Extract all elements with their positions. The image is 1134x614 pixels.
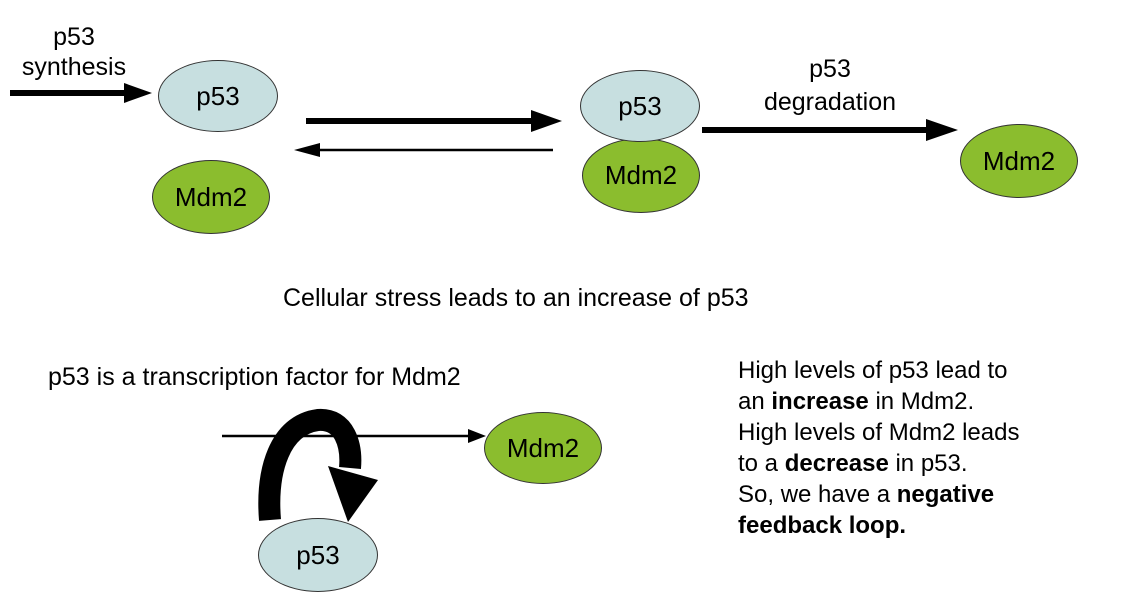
released-mdm2-node: Mdm2 (960, 124, 1078, 198)
binding-forward-arrow (306, 110, 562, 132)
explanation-line-4: to a decrease in p53. (738, 450, 968, 477)
explanation-line-1: High levels of p53 lead to (738, 357, 1008, 384)
released-mdm2-label: Mdm2 (982, 145, 1056, 176)
free-mdm2-node: Mdm2 (152, 160, 270, 234)
explanation-text: High levels of p53 lead to an increase i… (738, 355, 1118, 541)
degradation-label: p53 degradation (763, 55, 897, 116)
stress-caption: Cellular stress leads to an increase of … (283, 284, 749, 312)
explanation-line-6: feedback loop. (738, 512, 907, 539)
curved-activation-arrow (258, 409, 378, 522)
explanation-line-3: High levels of Mdm2 leads (738, 419, 1020, 446)
free-p53-node: p53 (158, 60, 278, 132)
explanation-line-5: So, we have a negative (738, 481, 995, 508)
free-p53-label: p53 (196, 80, 240, 111)
synthesis-label: p53 synthesis (21, 23, 127, 81)
complex-p53-node: p53 (580, 70, 700, 142)
factor-p53-label: p53 (296, 539, 340, 570)
factor-p53-node: p53 (258, 518, 378, 592)
transcription-title: p53 is a transcription factor for Mdm2 (48, 363, 461, 391)
binding-reverse-arrow (294, 143, 553, 157)
degradation-arrow (702, 119, 958, 141)
explanation-line-2: an increase in Mdm2. (738, 388, 975, 415)
target-mdm2-node: Mdm2 (484, 412, 602, 484)
complex-mdm2-node: Mdm2 (582, 138, 700, 213)
complex-p53-label: p53 (618, 90, 662, 121)
target-mdm2-label: Mdm2 (506, 432, 580, 463)
free-mdm2-label: Mdm2 (174, 181, 248, 212)
complex-mdm2-label: Mdm2 (604, 160, 678, 190)
synthesis-arrow (10, 83, 152, 103)
